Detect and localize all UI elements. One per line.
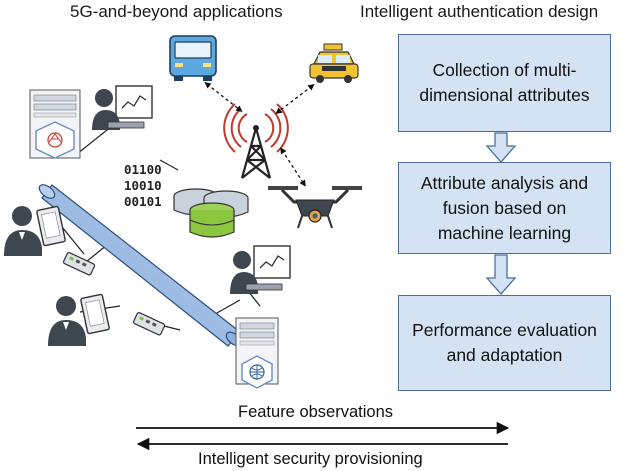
network-switch-icon — [132, 312, 166, 336]
security-provisioning-label: Intelligent security provisioning — [198, 450, 423, 468]
binary-data: 01100 10010 00101 — [124, 162, 162, 210]
heading-applications: 5G-and-beyond applications — [70, 2, 283, 21]
cell-tower-icon — [223, 103, 289, 179]
binary-line: 10010 — [124, 178, 162, 193]
taxi-icon — [309, 43, 359, 83]
horizontal-arrows — [136, 421, 510, 451]
flow-step-collection: Collection of multi-dimensional attribut… — [398, 34, 611, 132]
server-icon — [235, 317, 279, 389]
flow-step-label: Attribute analysis and fusion based on m… — [420, 172, 589, 243]
database-icon — [173, 188, 249, 238]
drone-icon — [268, 186, 362, 229]
user-tablet-icon — [4, 205, 66, 256]
feature-observations-label: Feature observations — [238, 403, 394, 421]
user-workstation-icon — [230, 245, 291, 294]
binary-line: 01100 — [124, 162, 162, 177]
heading-authentication-design: Intelligent authentication design — [360, 2, 599, 21]
flow-step-evaluation: Performance evaluation and adaptation — [398, 295, 611, 391]
flow-step-label: Collection of multi-dimensional attribut… — [419, 60, 590, 105]
flow-arrows — [485, 132, 517, 295]
network-switch-icon — [62, 252, 96, 276]
server-icon — [29, 89, 81, 159]
flow-step-label: Performance evaluation and adaptation — [412, 320, 597, 365]
wireless-links — [204, 81, 315, 187]
flow-step-analysis: Attribute analysis and fusion based on m… — [398, 162, 611, 254]
user-workstation-icon — [92, 85, 153, 130]
binary-line: 00101 — [124, 194, 162, 209]
bus-icon — [169, 35, 217, 81]
user-tablet-icon — [48, 293, 110, 346]
